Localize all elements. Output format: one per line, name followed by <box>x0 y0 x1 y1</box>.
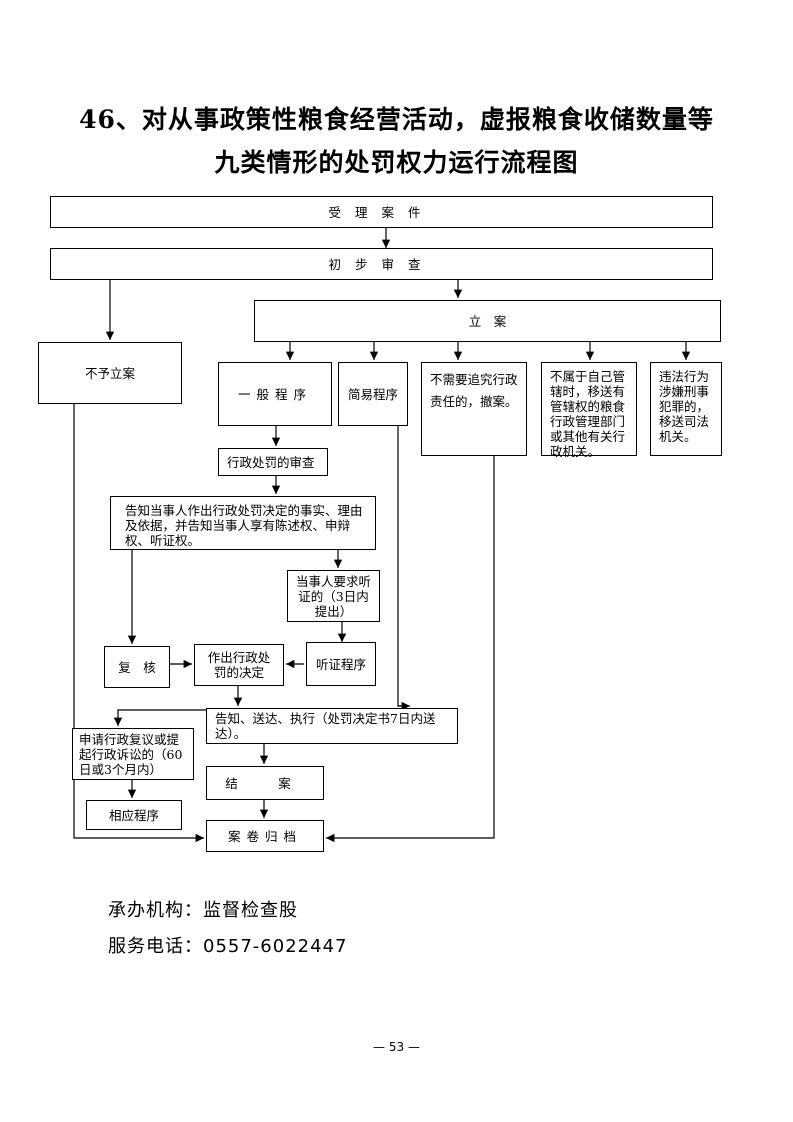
deliver-execute-box: 告知、送达、执行（处罚决定书7日内送达）。 <box>206 708 458 744</box>
appeal-box: 申请行政复议或提起行政诉讼的（60日或3个月内） <box>72 728 194 780</box>
no-liability-box: 不需要追究行政责任的，撤案。 <box>421 362 527 456</box>
not-jurisdiction-box: 不属于自己管辖时，移送有管辖权的粮食行政管理部门或其他有关行政机关。 <box>541 362 637 459</box>
service-phone: 服务电话：0557-6022447 <box>108 936 348 957</box>
hearing-procedure-box: 听证程序 <box>306 642 376 686</box>
page-number: — 53 — <box>373 1040 420 1054</box>
page-title-line2: 九类情形的处罚权力运行流程图 <box>214 148 579 177</box>
page-title-line1: 46、对从事政策性粮食经营活动，虚报粮食收储数量等 <box>79 105 714 134</box>
accept-case-box: 受理案件 <box>50 196 713 228</box>
criminal-transfer-box: 违法行为涉嫌刑事犯罪的，移送司法机关。 <box>650 362 722 456</box>
hearing-request-box: 当事人要求听证的（3日内提出） <box>287 570 380 622</box>
notify-rights-box: 告知当事人作出行政处罚决定的事实、理由及依据，并告知当事人享有陈述权、申辩权、听… <box>110 496 376 550</box>
penalty-decision-box: 作出行政处罚的决定 <box>194 644 284 686</box>
file-case-box: 立 案 <box>254 300 721 342</box>
no-file-box: 不予立案 <box>38 342 182 404</box>
recheck-box: 复 核 <box>104 646 170 688</box>
related-procedure-box: 相应程序 <box>86 800 182 830</box>
penalty-review-box: 行政处罚的审查 <box>218 448 328 476</box>
handling-organization: 承办机构：监督检查股 <box>108 900 298 921</box>
simple-procedure-box: 简易程序 <box>338 362 408 426</box>
archive-box: 案卷归档 <box>206 820 324 852</box>
close-case-box: 结 案 <box>206 766 324 800</box>
preliminary-review-box: 初步审查 <box>50 248 713 280</box>
general-procedure-box: 一般程序 <box>218 362 332 426</box>
